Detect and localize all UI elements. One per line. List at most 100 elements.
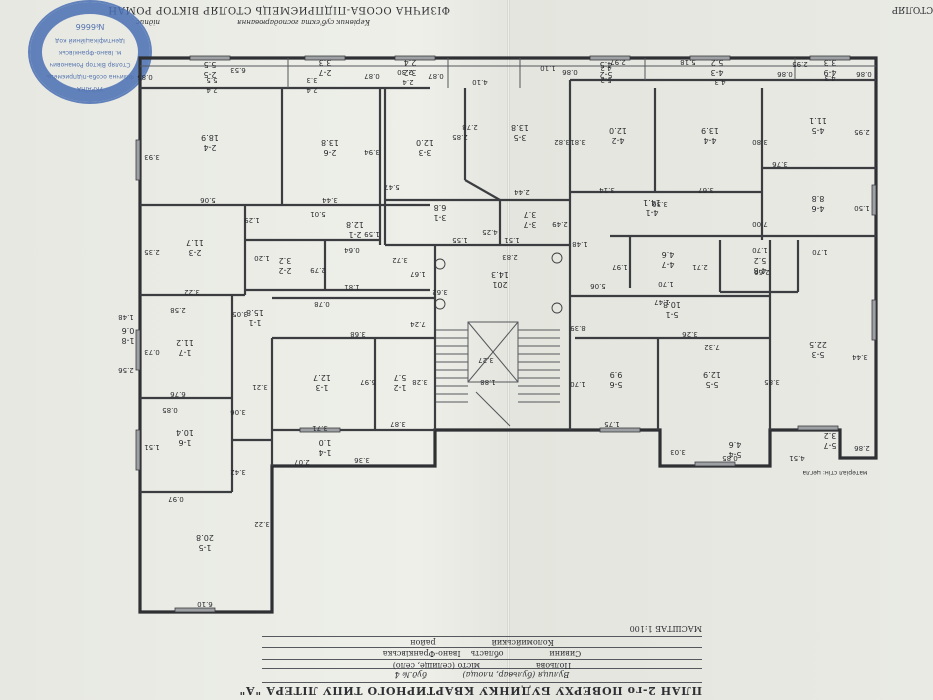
- dimension-label: 1.20: [254, 254, 270, 262]
- room-labels: 1-115.81-25.71-312.71-41.01-520.81-610.4…: [121, 58, 836, 552]
- dimension-label: 3.94: [364, 148, 380, 156]
- dimension-label: 2.07: [294, 458, 310, 466]
- title-rule: [262, 659, 702, 660]
- dimension-label: 3.36: [354, 456, 370, 464]
- dimension-label: 1.70: [570, 380, 586, 388]
- district-name: Коломийський: [491, 638, 554, 647]
- district-label: район: [410, 638, 436, 647]
- room-area: 4.5: [600, 60, 613, 69]
- dimension-label: 5.5: [206, 76, 217, 84]
- dimension-label: 2.58: [170, 306, 186, 314]
- room-id: 4-4: [703, 136, 716, 145]
- dimension-label: 5.06: [200, 196, 216, 204]
- room-area: 5.2: [711, 58, 724, 67]
- dimension-label: 2.30: [397, 68, 413, 76]
- room-id: 5-3: [811, 350, 824, 359]
- dimension-label: 1.48: [572, 240, 588, 248]
- city-name: Сивини: [549, 649, 582, 658]
- dimension-label: 2.95: [854, 128, 870, 136]
- dimension-label: 2.44: [514, 188, 530, 196]
- dimension-label: 3.26: [682, 330, 698, 338]
- street-label: Вулиця (бульвар, площа): [462, 670, 570, 679]
- dimension-label: 0.78: [314, 300, 330, 308]
- room-id: 4-3: [710, 68, 723, 77]
- dimension-label: 3.22: [184, 288, 200, 296]
- dimension-label: 3.42: [230, 468, 246, 476]
- dimension-label: 2.49: [552, 220, 568, 228]
- room-area: 11.1: [809, 116, 827, 125]
- scale-label: МАСШТАБ 1:100: [629, 624, 702, 633]
- dimension-label: 3.03: [670, 448, 686, 456]
- dimension-label: 2.86: [854, 444, 870, 452]
- room-id: 2-5: [203, 70, 216, 79]
- room-id: 4-6: [811, 204, 824, 213]
- dimension-label: 3.14: [599, 186, 615, 194]
- dimension-label: 0.64: [344, 246, 360, 254]
- room-id: 1-6: [178, 438, 191, 447]
- city-row: Сивини область Івано-Франківська: [262, 649, 702, 658]
- room-area: 12.7: [313, 373, 331, 382]
- dimension-label: 3.06: [230, 408, 246, 416]
- room-area: 3.3: [824, 58, 837, 67]
- dimension-label: 1.70: [812, 248, 828, 256]
- dimension-label: 3.44: [322, 196, 338, 204]
- dimension-label: 1.48: [118, 313, 134, 321]
- dimension-label: 7.00: [752, 220, 768, 228]
- room-id: 5-5: [705, 380, 718, 389]
- dimension-label: 3.87: [390, 420, 406, 428]
- dimension-label: 0.86: [856, 70, 872, 78]
- room-area: 3.2: [824, 431, 837, 440]
- dimension-label: 3.68: [350, 330, 366, 338]
- paper-fold: [507, 0, 510, 700]
- dimension-label: 5.01: [310, 210, 326, 218]
- room-area: 11.7: [186, 238, 204, 247]
- room-id: 4-7: [661, 260, 674, 269]
- room-area: 18.9: [201, 133, 219, 142]
- dimension-label: 1.10: [540, 64, 556, 72]
- dimension-label: 0.85: [137, 73, 153, 81]
- room-id: 4-2: [611, 136, 624, 145]
- dimension-label: 1.50: [854, 204, 870, 212]
- dimension-label: 3.05: [232, 310, 248, 318]
- room-area: 20.8: [196, 533, 214, 542]
- room-id: 4-9: [823, 68, 836, 77]
- room-id: 4-8: [753, 266, 766, 275]
- dimension-label: 0.86: [562, 68, 578, 76]
- room-area: 3.3: [319, 58, 332, 67]
- dimension-label: 3.44: [852, 353, 868, 361]
- dimension-label: 8.39: [570, 324, 586, 332]
- room-area: 12.9: [703, 370, 721, 379]
- room-area: 9.9: [610, 370, 623, 379]
- dimension-label: 3.22: [254, 520, 270, 528]
- dimension-label: 5.2: [600, 76, 611, 84]
- room-id: 1-8: [121, 336, 134, 345]
- room-id: 3-1: [433, 213, 446, 222]
- region-name: Івано-Франківська: [382, 649, 461, 658]
- dimension-label: 2.97: [610, 58, 626, 66]
- dimension-label: 0.87: [428, 72, 444, 80]
- room-id: 5-7: [823, 441, 836, 450]
- house-number: 4: [394, 670, 400, 679]
- room-area: 4.6: [729, 440, 742, 449]
- dimension-label: 3.72: [392, 256, 408, 264]
- dimension-label: 3.93: [144, 153, 160, 161]
- dimension-label: 2.95: [792, 60, 808, 68]
- dimension-label: 2.4: [402, 78, 414, 86]
- room-area: 1.0: [319, 438, 332, 447]
- dimension-label: 1.51: [504, 236, 520, 244]
- dimension-label: 6.10: [197, 600, 213, 608]
- dimension-label: 6.76: [170, 390, 186, 398]
- dimension-label: 1.67: [410, 270, 426, 278]
- room-area: 12.0: [416, 138, 434, 147]
- room-area: 4.6: [662, 250, 675, 259]
- room-id: 5-2: [599, 70, 612, 79]
- dimension-label: 4.51: [789, 454, 805, 462]
- wall: [464, 179, 501, 201]
- dimension-label: 3.67: [698, 186, 714, 194]
- dimension-label: 1.70: [752, 246, 768, 254]
- room-area: 14.1: [643, 198, 661, 207]
- dimension-label: 4.2: [600, 64, 611, 72]
- room-area: 0.6: [122, 326, 135, 335]
- room-area: 2.4: [404, 58, 417, 67]
